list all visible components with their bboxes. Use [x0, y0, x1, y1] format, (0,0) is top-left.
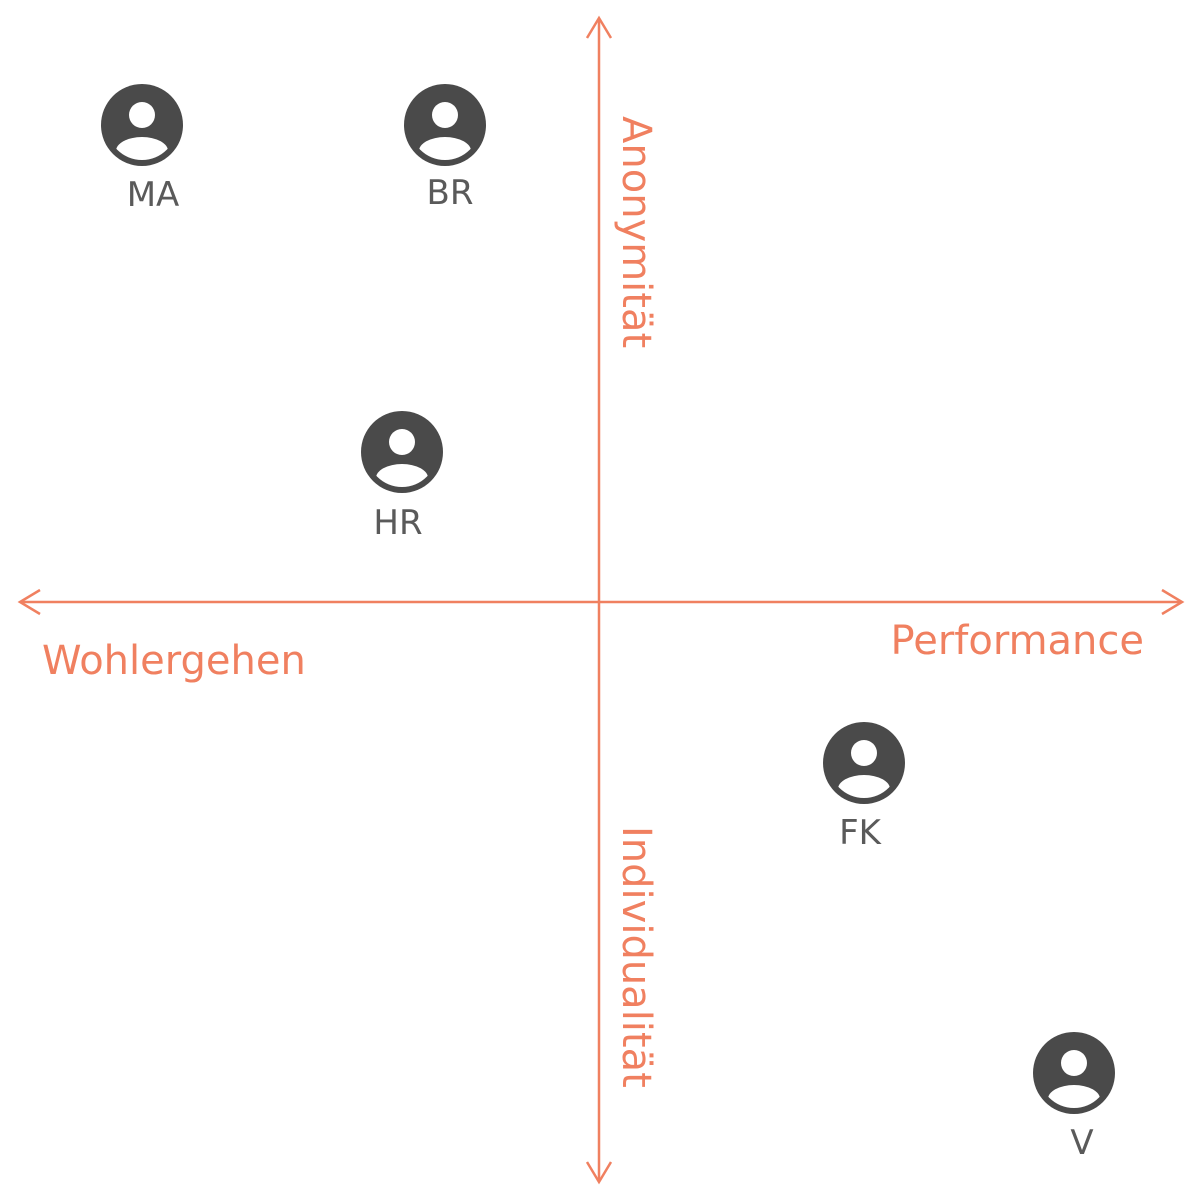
- horizontal-axis: [17, 588, 1185, 616]
- axis-label-left: Wohlergehen: [42, 638, 306, 684]
- arrow-up-icon: [585, 15, 613, 39]
- stakeholder-ma: MA: [101, 84, 183, 215]
- axis-label-right: Performance: [891, 618, 1144, 664]
- stakeholder-br: BR: [404, 84, 486, 213]
- axis-label-top: Anonymität: [613, 116, 659, 348]
- stakeholder-label: HR: [373, 503, 422, 543]
- person-icon: [404, 84, 486, 166]
- stakeholder-v: V: [1033, 1032, 1115, 1163]
- arrow-left-icon: [17, 588, 41, 616]
- stakeholder-fk: FK: [823, 722, 905, 853]
- stakeholder-label: MA: [127, 175, 180, 215]
- stakeholder-label: BR: [427, 173, 474, 213]
- person-icon: [361, 411, 443, 493]
- person-icon: [823, 722, 905, 804]
- stakeholder-hr: HR: [361, 411, 443, 543]
- vertical-axis: [585, 15, 613, 1185]
- person-icon: [1033, 1032, 1115, 1114]
- arrow-down-icon: [585, 1161, 613, 1185]
- person-icon: [101, 84, 183, 166]
- stakeholder-label: V: [1070, 1123, 1093, 1163]
- axis-label-bottom: Individualität: [613, 826, 659, 1088]
- arrow-right-icon: [1161, 588, 1185, 616]
- stakeholder-label: FK: [839, 813, 883, 853]
